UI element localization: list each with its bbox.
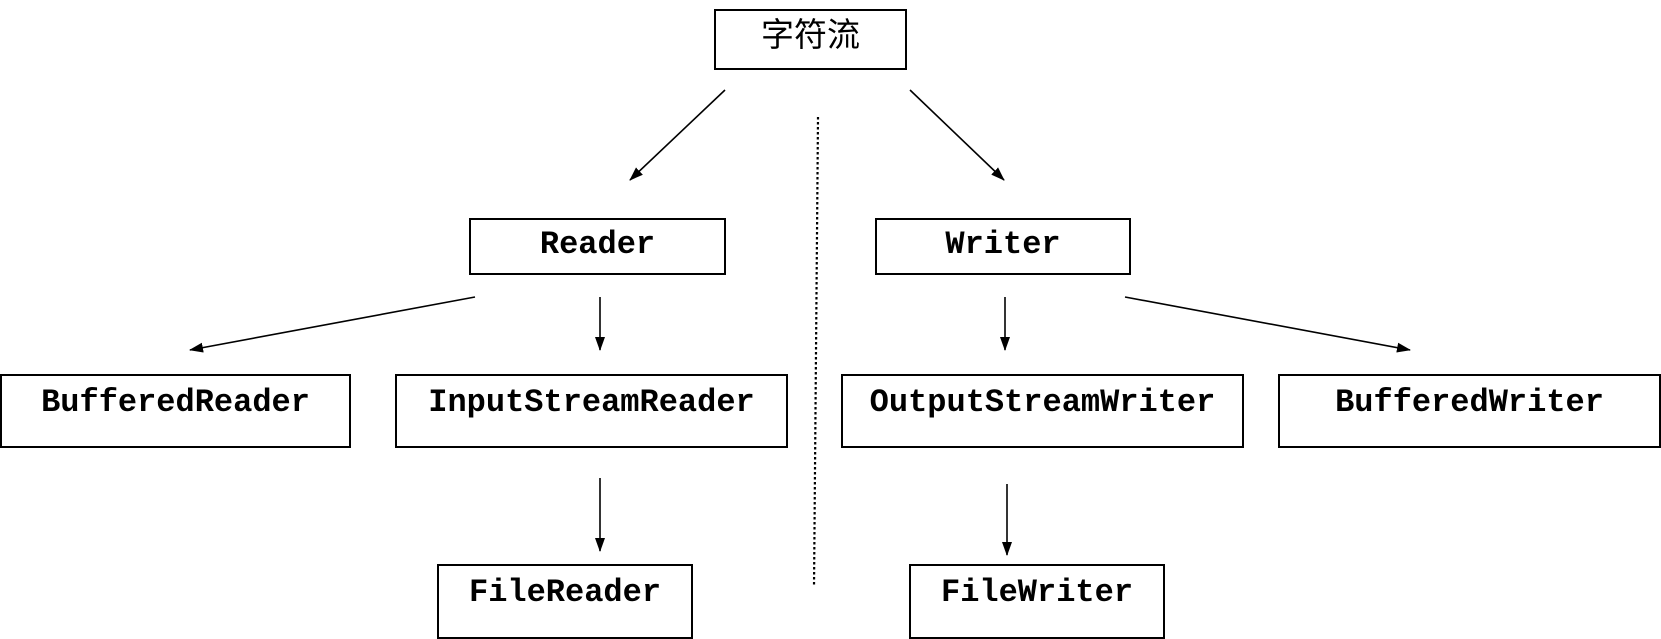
reader-node-label: Reader — [539, 226, 656, 263]
buffered-reader-node: BufferedReader — [0, 374, 351, 448]
buffered-writer-node-label: BufferedWriter — [1335, 384, 1604, 421]
file-writer-node: FileWriter — [909, 564, 1165, 639]
edge-root-to-writer — [909, 89, 1005, 181]
buffered-reader-node-label: BufferedReader — [41, 384, 310, 421]
output-stream-writer-node-label: OutputStreamWriter — [869, 384, 1216, 421]
file-reader-node: FileReader — [437, 564, 693, 639]
edge-root-to-reader — [629, 89, 726, 181]
writer-node: Writer — [875, 218, 1131, 275]
root-node-label: 字符流 — [761, 15, 860, 54]
buffered-writer-node: BufferedWriter — [1278, 374, 1661, 448]
input-stream-reader-node-label: InputStreamReader — [428, 384, 755, 421]
input-stream-reader-node: InputStreamReader — [395, 374, 788, 448]
output-stream-writer-node: OutputStreamWriter — [841, 374, 1244, 448]
edge-writer-to-buffered-writer — [1124, 296, 1411, 353]
writer-node-label: Writer — [945, 226, 1061, 263]
file-writer-node-label: FileWriter — [940, 574, 1134, 611]
root-node: 字符流 — [714, 9, 907, 70]
reader-node: Reader — [469, 218, 726, 275]
reader-writer-divider — [812, 116, 820, 588]
file-reader-node-label: FileReader — [468, 574, 662, 611]
edge-reader-to-buffered-reader — [189, 296, 476, 353]
